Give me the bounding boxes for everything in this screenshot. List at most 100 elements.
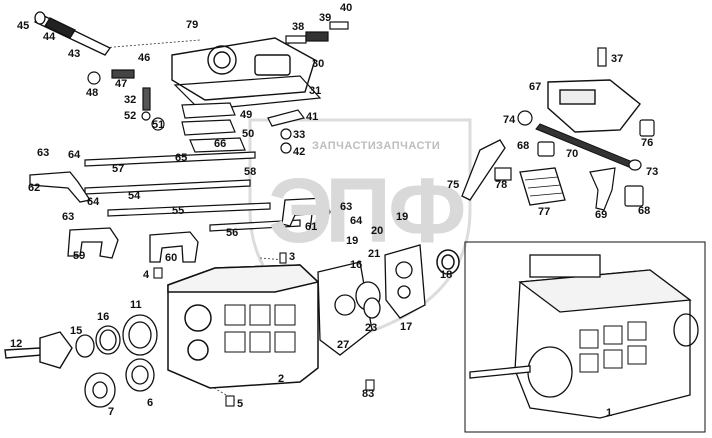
callout-41[interactable]: 41: [306, 111, 319, 123]
callout-38[interactable]: 38: [292, 21, 305, 33]
callout-44[interactable]: 44: [43, 31, 56, 43]
callout-69[interactable]: 69: [595, 209, 608, 221]
callout-16-right[interactable]: 16: [350, 259, 363, 271]
callout-15[interactable]: 15: [70, 325, 83, 337]
input-shaft: [4, 331, 73, 369]
callout-64-c[interactable]: 64: [350, 215, 363, 227]
shift-rails: [84, 151, 301, 232]
callout-67[interactable]: 67: [529, 81, 542, 93]
selector-bushings: [517, 110, 655, 207]
callout-77[interactable]: 77: [538, 206, 551, 218]
callout-4[interactable]: 4: [143, 269, 150, 281]
callout-17[interactable]: 17: [400, 321, 413, 333]
callout-57[interactable]: 57: [112, 163, 125, 175]
callout-61[interactable]: 61: [305, 221, 318, 233]
callout-75[interactable]: 75: [447, 179, 460, 191]
shift-fork-middle: [149, 231, 199, 263]
callout-19-b[interactable]: 19: [346, 235, 359, 247]
small-bush: [494, 167, 512, 181]
callout-2[interactable]: 2: [278, 373, 285, 385]
callout-63-c[interactable]: 63: [340, 201, 353, 213]
callout-37[interactable]: 37: [611, 53, 624, 65]
callout-31[interactable]: 31: [309, 85, 322, 97]
callout-45[interactable]: 45: [17, 20, 30, 32]
lever-head: [589, 167, 616, 211]
callout-18[interactable]: 18: [440, 269, 453, 281]
callout-74[interactable]: 74: [503, 114, 516, 126]
top-cover: [171, 37, 316, 101]
callout-16-left[interactable]: 16: [97, 311, 110, 323]
callout-68-b[interactable]: 68: [638, 205, 651, 217]
callout-11[interactable]: 11: [130, 299, 142, 311]
callout-83[interactable]: 83: [362, 388, 375, 400]
rubber-boot: [519, 167, 566, 206]
callout-19-a[interactable]: 19: [396, 211, 409, 223]
shift-fork-left-top: [29, 171, 92, 203]
callout-63-a[interactable]: 63: [37, 147, 50, 159]
shift-lever-parts: [267, 109, 306, 154]
callout-73[interactable]: 73: [646, 166, 659, 178]
callout-78[interactable]: 78: [495, 179, 508, 191]
callout-43[interactable]: 43: [68, 48, 81, 60]
small-fasteners: [87, 69, 165, 131]
cover-gasket: [173, 75, 322, 111]
rear-selector-housing: [547, 79, 641, 133]
callout-21[interactable]: 21: [368, 248, 381, 260]
callout-20[interactable]: 20: [371, 225, 384, 237]
callout-6[interactable]: 6: [147, 397, 154, 409]
selector-plate: [181, 102, 246, 153]
front-cover-gasket: [317, 261, 373, 356]
callout-68-a[interactable]: 68: [517, 140, 530, 152]
callout-50[interactable]: 50: [242, 128, 255, 140]
callout-33[interactable]: 33: [293, 129, 306, 141]
bolt-assembly: [285, 21, 349, 44]
callout-55[interactable]: 55: [172, 205, 185, 217]
input-lever-shaft: [34, 11, 111, 56]
side-covers: [84, 358, 155, 408]
shift-fork-right: [281, 197, 331, 233]
callout-46[interactable]: 46: [138, 52, 151, 64]
callout-12[interactable]: 12: [10, 338, 23, 350]
callout-52[interactable]: 52: [124, 110, 137, 122]
callout-64-a[interactable]: 64: [68, 149, 81, 161]
callout-79[interactable]: 79: [186, 19, 199, 31]
callout-62[interactable]: 62: [28, 182, 41, 194]
callout-65[interactable]: 65: [175, 152, 188, 164]
callout-23[interactable]: 23: [365, 322, 378, 334]
callout-70[interactable]: 70: [566, 148, 579, 160]
oil-seal: [436, 249, 460, 275]
watermark-letter-p: П: [325, 160, 392, 262]
bearing-rings-left: [75, 325, 121, 358]
callout-47[interactable]: 47: [115, 78, 128, 90]
callout-48[interactable]: 48: [86, 87, 99, 99]
callout-66[interactable]: 66: [214, 138, 227, 150]
shift-fork-left-bottom: [67, 227, 119, 259]
callout-58[interactable]: 58: [244, 166, 257, 178]
callout-7[interactable]: 7: [108, 406, 115, 418]
gearbox-housing: [167, 264, 320, 389]
callout-32[interactable]: 32: [124, 94, 137, 106]
callout-5[interactable]: 5: [237, 398, 244, 410]
callout-1[interactable]: 1: [606, 407, 613, 419]
callout-39[interactable]: 39: [319, 12, 332, 24]
callout-64-b[interactable]: 64: [87, 196, 100, 208]
callout-30[interactable]: 30: [312, 58, 325, 70]
bearing-cover: [122, 314, 158, 356]
callout-42[interactable]: 42: [293, 146, 306, 158]
callout-51[interactable]: 51: [152, 119, 165, 131]
callout-59[interactable]: 59: [73, 250, 86, 262]
watermark-letter-f: Ф: [388, 160, 467, 262]
misc-small-parts: [153, 252, 375, 407]
watermark-letter-e: Э: [268, 160, 334, 262]
callout-56[interactable]: 56: [226, 227, 239, 239]
callout-3[interactable]: 3: [289, 251, 296, 263]
callout-60[interactable]: 60: [165, 252, 178, 264]
callout-40[interactable]: 40: [340, 2, 353, 14]
callout-49[interactable]: 49: [240, 109, 253, 121]
callout-54[interactable]: 54: [128, 190, 141, 202]
callout-63-b[interactable]: 63: [62, 211, 75, 223]
callout-27[interactable]: 27: [337, 339, 350, 351]
callout-76[interactable]: 76: [641, 137, 654, 149]
intermediate-lever: [461, 139, 506, 201]
